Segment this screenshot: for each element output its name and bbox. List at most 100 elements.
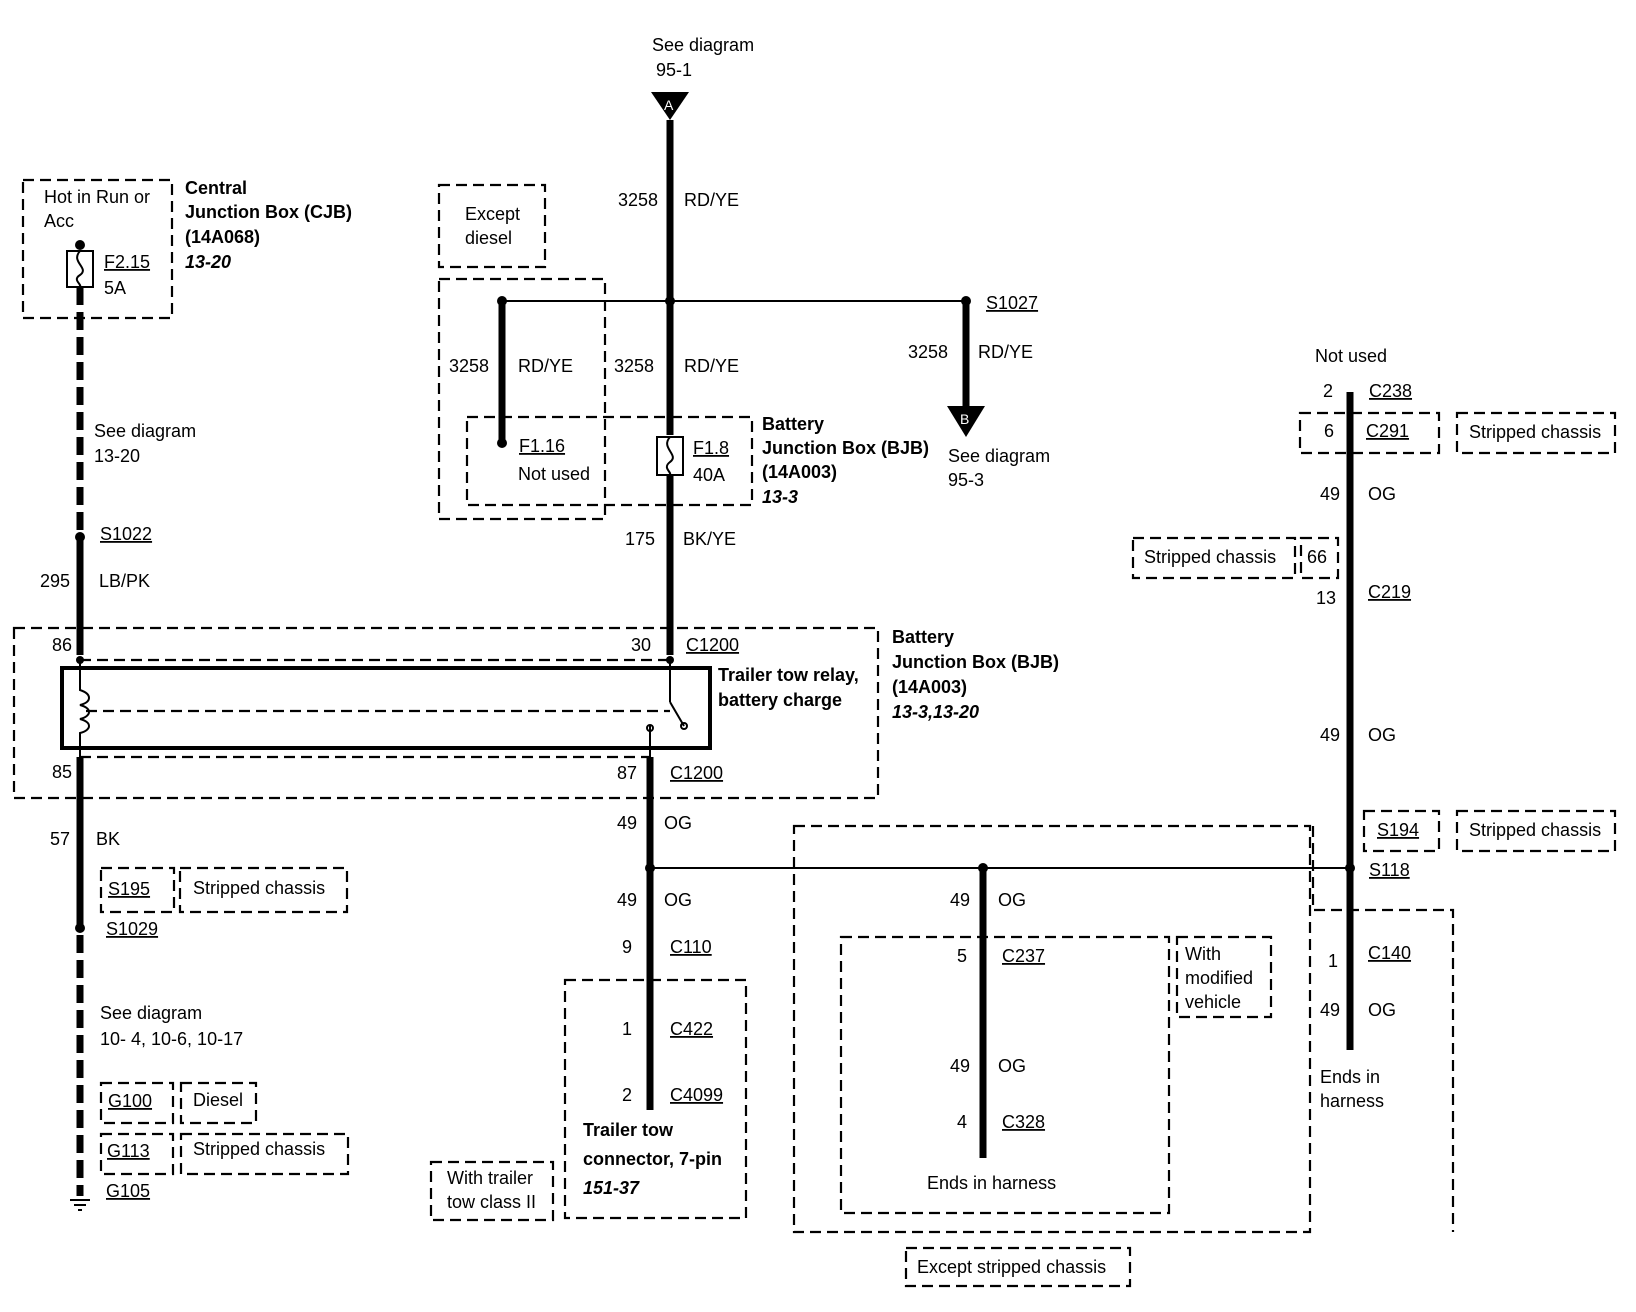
mid-ends: Ends in harness: [927, 1173, 1056, 1193]
s195-note-box: [178, 866, 349, 914]
g113-note-box: [179, 1132, 350, 1176]
bjb2-title-2: Junction Box (BJB): [892, 652, 1059, 672]
bjb-ref: 13-3: [762, 487, 798, 507]
c1200-bottom: C1200: [670, 763, 723, 783]
label-49-c2: 49: [617, 890, 637, 910]
cjb-ref: 13-20: [185, 252, 231, 272]
fuse-f215-symbol: [66, 250, 94, 288]
g100-note: Diesel: [193, 1090, 243, 1110]
label-rdye-mid: RD/YE: [684, 356, 739, 376]
s1027-ref: 95-3: [948, 470, 984, 490]
right-ends-1: Ends in: [1320, 1067, 1380, 1087]
label-49-r2: 49: [1320, 725, 1340, 745]
trailer-connector-box: [563, 978, 748, 1220]
label-295: 295: [40, 571, 70, 591]
label-og-c2: OG: [664, 890, 692, 910]
label-bkye: BK/YE: [683, 529, 736, 549]
relay-title-1: Trailer tow relay,: [718, 665, 859, 685]
c291-note-box: [1455, 411, 1617, 455]
except-stripped-region: [792, 824, 1312, 1234]
s194-box: [1362, 809, 1441, 853]
relay-switch-blade: [669, 701, 685, 727]
relay-switch-contact-2: [646, 724, 654, 732]
s194-label: S194: [1377, 820, 1419, 840]
s194-note: Stripped chassis: [1469, 820, 1601, 840]
c219-label: C219: [1368, 582, 1411, 602]
trailer-tow-relay: [60, 666, 712, 750]
g113-label: G113: [107, 1141, 150, 1161]
top-see-diagram: See diagram: [652, 35, 754, 55]
left-see-diagram2: See diagram: [100, 1003, 202, 1023]
except-stripped-box: [904, 1246, 1132, 1288]
except-stripped-right-edge: [1311, 826, 1455, 1232]
pin-2-c238: 2: [1323, 381, 1333, 401]
s195-label: S195: [108, 879, 150, 899]
label-57: 57: [50, 829, 70, 849]
s118-label: S118: [1369, 860, 1410, 880]
fuse-f215: F2.15: [104, 252, 150, 272]
except-diesel-1: Except: [465, 204, 520, 224]
label-175: 175: [625, 529, 655, 549]
label-bk: BK: [96, 829, 120, 849]
label-og-r3: OG: [1368, 1000, 1396, 1020]
s195-note: Stripped chassis: [193, 878, 325, 898]
pin-9: 9: [622, 937, 632, 957]
with-trailer-1: With trailer: [447, 1168, 533, 1188]
connector-b-arrow: [947, 406, 985, 437]
c237-label: C237: [1002, 946, 1045, 966]
g100-box: [99, 1081, 175, 1125]
label-og-m2: OG: [998, 1056, 1026, 1076]
bjb-title-2: Junction Box (BJB): [762, 438, 929, 458]
pin-2-c4099: 2: [622, 1085, 632, 1105]
trailer-title-1: Trailer tow: [583, 1120, 674, 1140]
except-stripped-label: Except stripped chassis: [917, 1257, 1106, 1277]
relay-title-2: battery charge: [718, 690, 842, 710]
fuse-f215-element: [75, 250, 84, 288]
bjb-part: (14A003): [762, 462, 837, 482]
c1200-top: C1200: [686, 635, 739, 655]
with-modified-box: [1175, 935, 1273, 1019]
s1027-see-diagram: See diagram: [948, 446, 1050, 466]
cjb-terminal: [75, 240, 85, 250]
relay-coil: [79, 660, 90, 757]
pin-87: 87: [617, 763, 637, 783]
except-diesel-2: diesel: [465, 228, 512, 248]
stripped-box-66: [1131, 536, 1297, 580]
label-49-m2: 49: [950, 1056, 970, 1076]
cjb-box: [21, 178, 174, 320]
s195-box: [99, 866, 176, 914]
g113-box: [99, 1132, 175, 1176]
c291-label: C291: [1366, 421, 1409, 441]
fuse-f116: F1.16: [519, 436, 565, 456]
with-mod-1: With: [1185, 944, 1221, 964]
label-og-r1: OG: [1368, 484, 1396, 504]
ground-icon: [70, 1199, 90, 1211]
c110-label: C110: [670, 937, 712, 957]
fuse-f116-note: Not used: [518, 464, 590, 484]
left-see-ref2: 10- 4, 10-6, 10-17: [100, 1029, 243, 1049]
fuse-f18-symbol: [656, 436, 684, 476]
pin-85: 85: [52, 762, 72, 782]
with-mod-2: modified: [1185, 968, 1253, 988]
label-49-m1: 49: [950, 890, 970, 910]
pin-5: 5: [957, 946, 967, 966]
left-see-ref: 13-20: [94, 446, 140, 466]
label-og-r2: OG: [1368, 725, 1396, 745]
with-mod-3: vehicle: [1185, 992, 1241, 1012]
label-lbpk: LB/PK: [99, 571, 150, 591]
splice-s118-dot: [1345, 863, 1355, 873]
s1029-label: S1029: [106, 919, 158, 939]
with-trailer-box: [429, 1160, 555, 1222]
pin-6-c291: 6: [1324, 421, 1334, 441]
except-diesel-box: [437, 183, 547, 269]
g113-note: Stripped chassis: [193, 1139, 325, 1159]
bjb-relay-box: [12, 626, 880, 800]
trailer-title-2: connector, 7-pin: [583, 1149, 722, 1169]
cjb-hot-1: Hot in Run or: [44, 187, 150, 207]
cjb-title-1: Central: [185, 178, 247, 198]
splice-s1029-dot: [75, 923, 85, 933]
label-rdye-right: RD/YE: [978, 342, 1033, 362]
g100-note-box: [179, 1081, 258, 1125]
f116-terminal: [497, 438, 507, 448]
bjb-title-1: Battery: [762, 414, 824, 434]
